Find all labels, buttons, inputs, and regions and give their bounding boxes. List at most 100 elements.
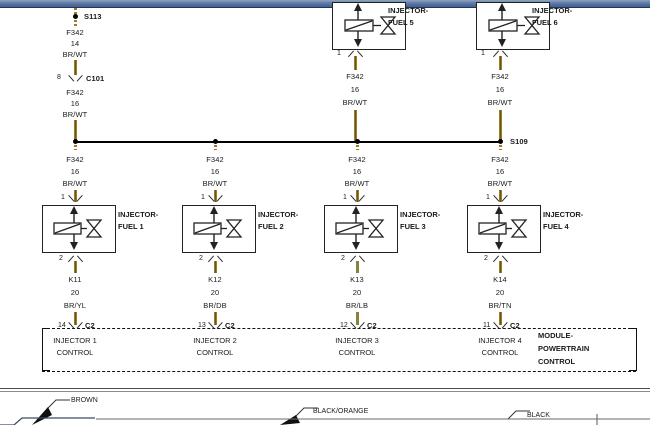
injector-4-color: BR/TN bbox=[488, 301, 512, 310]
injector-fuel-2-name-line2: FUEL 2 bbox=[258, 222, 284, 231]
injector-2-circuit: K12 bbox=[208, 275, 222, 284]
injector-fuel-5-symbol[interactable] bbox=[332, 2, 406, 50]
splice-dot-s113 bbox=[73, 13, 78, 19]
injector-2-pin-top-connector[interactable] bbox=[209, 195, 221, 203]
c101-pin-number: 8 bbox=[57, 74, 61, 81]
s113-wire-above bbox=[73, 8, 77, 15]
bus-junction-dot-1 bbox=[72, 139, 78, 144]
bus-junction-dot-3 bbox=[354, 139, 360, 144]
injector-6-glyph bbox=[488, 3, 541, 47]
feed-upper-color: BR/WT bbox=[62, 50, 88, 59]
pcm-pin-12-number: 12 bbox=[340, 322, 348, 329]
pcm-right-bracket bbox=[629, 328, 637, 371]
injector-3-control-wire-a bbox=[355, 261, 359, 273]
bus-drop-3-stub bbox=[355, 145, 359, 150]
injector-4-circuit: K14 bbox=[493, 275, 507, 284]
bus-drop-3-gauge: 16 bbox=[352, 167, 362, 176]
injector-fuel-2-name-line1: INJECTOR- bbox=[258, 210, 299, 219]
pcm-title-line2: POWERTRAIN bbox=[538, 344, 590, 353]
injector-fuel-1-name-line2: FUEL 1 bbox=[118, 222, 144, 231]
injector-6-color: BR/WT bbox=[487, 98, 513, 107]
bus-drop-2-gauge: 16 bbox=[210, 167, 220, 176]
injector-fuel-6-name-line2: FUEL 6 bbox=[532, 18, 558, 27]
injector-1-pin-top-number: 1 bbox=[61, 194, 65, 201]
bus-drop-4-gauge: 16 bbox=[495, 167, 505, 176]
injector-3-pin-top-number: 1 bbox=[343, 194, 347, 201]
injector-3-glyph bbox=[335, 206, 385, 250]
footer-rule-upper bbox=[0, 388, 650, 389]
pcm-injector-4-control-line2: CONTROL bbox=[481, 348, 519, 357]
pcm-pin-13-conn-label: C2 bbox=[225, 321, 235, 330]
bus-drop-2-color: BR/WT bbox=[202, 179, 228, 188]
injector-5-color: BR/WT bbox=[342, 98, 368, 107]
pcm-pin-12-connector[interactable] bbox=[351, 322, 363, 330]
pcm-left-bracket bbox=[42, 328, 50, 371]
injector-fuel-1-symbol[interactable] bbox=[42, 205, 116, 253]
injector-4-pin-top-connector[interactable] bbox=[494, 195, 506, 203]
bus-drop-2-stub bbox=[213, 145, 217, 150]
injector-1-glyph bbox=[53, 206, 103, 250]
s109-bus-line bbox=[75, 140, 501, 143]
footer-rule-lower bbox=[0, 391, 650, 392]
pcm-injector-3-control-line2: CONTROL bbox=[338, 348, 376, 357]
pcm-pin-13-connector[interactable] bbox=[209, 322, 221, 330]
injector-2-glyph bbox=[193, 206, 243, 250]
bus-drop-4-color: BR/WT bbox=[487, 179, 513, 188]
injector-3-pin-top-connector[interactable] bbox=[351, 195, 363, 203]
injector-4-gauge: 20 bbox=[495, 288, 505, 297]
feed-upper-circuit: F342 bbox=[66, 28, 84, 37]
injector-5-feed-wire-b bbox=[353, 110, 357, 141]
pcm-dashed-top bbox=[42, 328, 636, 329]
injector-3-color: BR/LB bbox=[345, 301, 369, 310]
feed-lower-wire bbox=[73, 120, 77, 141]
pcm-title-line1: MODULE- bbox=[538, 331, 573, 340]
injector-fuel-4-symbol[interactable] bbox=[467, 205, 541, 253]
injector-fuel-4-name-line1: INJECTOR- bbox=[543, 210, 584, 219]
pcm-pin-12-conn-label: C2 bbox=[367, 321, 377, 330]
injector-6-feed-wire-b bbox=[498, 110, 502, 141]
pcm-injector-1-control-line1: INJECTOR 1 bbox=[53, 336, 97, 345]
injector-1-control-wire-b bbox=[73, 312, 77, 325]
injector-6-feed-wire-a bbox=[498, 56, 502, 70]
injector-2-control-wire-a bbox=[213, 261, 217, 273]
injector-6-pin-bottom-number: 1 bbox=[481, 50, 485, 57]
bus-drop-1-stub bbox=[73, 145, 77, 150]
pcm-pin-14-number: 14 bbox=[58, 322, 66, 329]
injector-fuel-3-symbol[interactable] bbox=[324, 205, 398, 253]
injector-5-pin-bottom-number: 1 bbox=[337, 50, 341, 57]
pcm-pin-11-connector[interactable] bbox=[494, 322, 506, 330]
pcm-pin-11-number: 11 bbox=[483, 322, 491, 329]
injector-1-circuit: K11 bbox=[68, 275, 82, 284]
bus-drop-2-circuit: F342 bbox=[206, 155, 224, 164]
feed-lower-color: BR/WT bbox=[62, 110, 88, 119]
injector-fuel-6-symbol[interactable] bbox=[476, 2, 550, 50]
pcm-injector-2-control-line2: CONTROL bbox=[196, 348, 234, 357]
pcm-injector-4-control-line1: INJECTOR 4 bbox=[478, 336, 522, 345]
injector-1-color: BR/YL bbox=[63, 301, 87, 310]
injector-3-circuit: K13 bbox=[350, 275, 364, 284]
callout-black-orange-label: BLACK/ORANGE bbox=[313, 408, 369, 415]
injector-fuel-2-symbol[interactable] bbox=[182, 205, 256, 253]
callout-brown-target bbox=[0, 417, 95, 425]
injector-6-gauge: 16 bbox=[495, 85, 505, 94]
injector-fuel-5-name-line1: INJECTOR- bbox=[388, 6, 429, 15]
pcm-pin-14-connector[interactable] bbox=[69, 322, 81, 330]
injector-2-pin-bottom-number: 2 bbox=[199, 255, 203, 262]
injector-3-control-wire-b bbox=[355, 312, 359, 325]
injector-4-glyph bbox=[478, 206, 528, 250]
s113-wire-below bbox=[73, 20, 77, 26]
callout-black-leader bbox=[507, 410, 530, 420]
injector-5-gauge: 16 bbox=[350, 85, 360, 94]
c101-connector-icon[interactable] bbox=[69, 75, 81, 83]
pcm-pin-11-conn-label: C2 bbox=[510, 321, 520, 330]
footer-baseline bbox=[96, 418, 650, 420]
injector-fuel-1-name-line1: INJECTOR- bbox=[118, 210, 159, 219]
injector-6-circuit: F342 bbox=[491, 72, 509, 81]
injector-2-color: BR/DB bbox=[203, 301, 227, 310]
header-bar bbox=[0, 0, 650, 7]
injector-1-pin-top-connector[interactable] bbox=[69, 195, 81, 203]
injector-fuel-6-name-line1: INJECTOR- bbox=[532, 6, 573, 15]
injector-3-gauge: 20 bbox=[352, 288, 362, 297]
pcm-dashed-bottom bbox=[42, 371, 636, 372]
callout-black-orange-leader bbox=[280, 407, 318, 425]
